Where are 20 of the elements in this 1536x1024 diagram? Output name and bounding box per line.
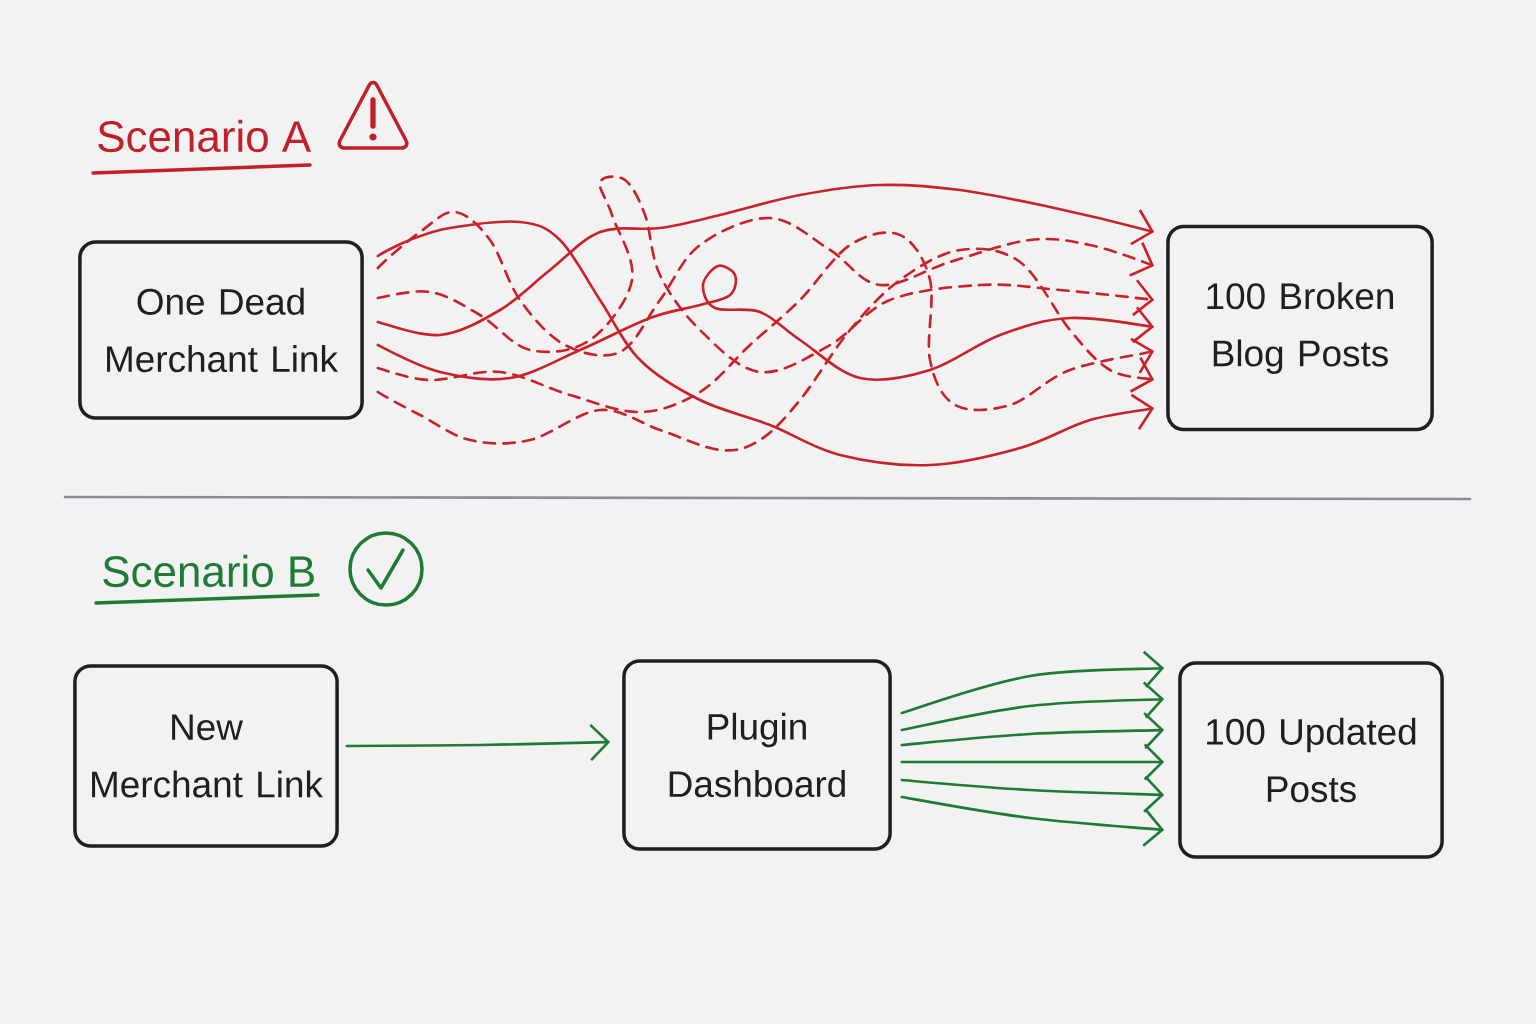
process-box: Plugin Dashboard [622,659,892,851]
arrow [376,220,1155,467]
arrow [900,795,1165,847]
process-box: One Dead Merchant Link [78,240,364,420]
process-box: 100 Broken Blog Posts [1166,224,1434,432]
arrow [376,264,1155,382]
arrow [900,775,1165,813]
arrow [900,743,1165,781]
arrow [900,681,1165,732]
heading: Scenario A [98,119,312,153]
arrow [345,723,611,761]
heading: Scenario B [103,554,314,588]
dashed-arrow [376,210,1155,357]
dashed-arrow [376,247,1155,452]
dashed-arrow [376,175,1155,374]
dashed-arrow [376,231,1155,414]
arrow [900,650,1165,715]
arrow [900,712,1165,750]
process-box: New Merchant Link [73,664,339,848]
process-box: 100 Updated Posts [1178,661,1444,859]
